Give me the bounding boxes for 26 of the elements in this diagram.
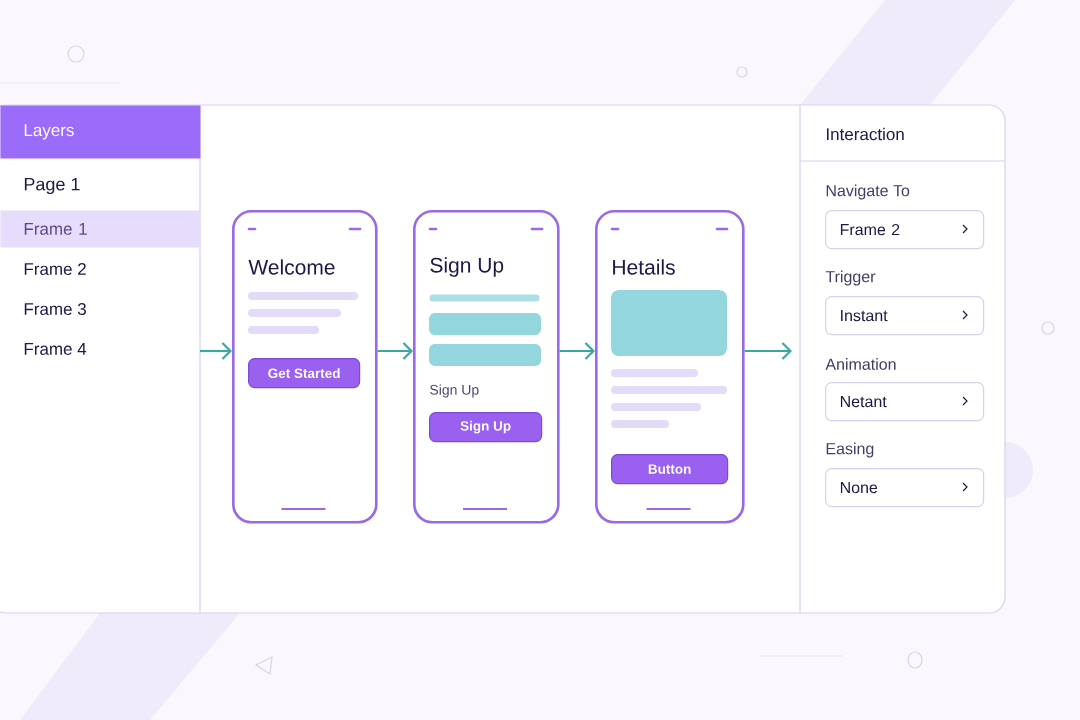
selected-layer-row: Frame 1: [0, 210, 201, 248]
field-label: Animation: [825, 358, 896, 370]
dropdown-field: Instant: [825, 296, 985, 336]
panel-header: Layers: [0, 105, 201, 159]
arrow: [744, 342, 792, 360]
screen-title: Welcome: [248, 259, 335, 275]
layer-label: Frame 2: [24, 263, 86, 275]
field-label: Navigate To: [826, 184, 910, 200]
page-label: Page 1: [24, 177, 80, 195]
screen-title: Sign Up: [430, 257, 504, 277]
field-label: Easing: [826, 442, 874, 458]
button: Get Started: [248, 358, 361, 389]
panel-title: Interaction: [827, 127, 904, 141]
arrow: [200, 342, 232, 360]
dropdown-field: None: [825, 468, 985, 508]
layer-label: Frame 4: [24, 343, 87, 355]
field-label: Trigger: [825, 270, 876, 286]
screen-title: Hetails: [613, 259, 675, 275]
arrow: [559, 342, 595, 360]
caption-text: Sign Up: [430, 384, 479, 398]
dropdown-field: Netant: [825, 382, 985, 422]
dropdown-field: Frame 2: [825, 210, 985, 250]
arrow: [377, 342, 413, 360]
layer-label: Frame 3: [24, 303, 86, 315]
button: Sign Up: [429, 412, 543, 443]
button: Button: [611, 454, 729, 485]
